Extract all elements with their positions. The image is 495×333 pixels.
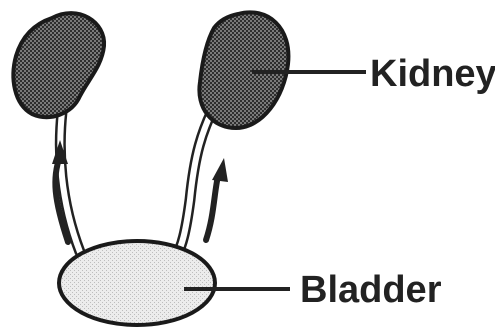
bladder-label: Bladder	[300, 269, 442, 311]
right-flow-arrow	[206, 158, 228, 240]
bladder-shape	[59, 241, 215, 325]
left-kidney	[13, 13, 104, 117]
kidney-label: Kidney	[370, 53, 495, 95]
